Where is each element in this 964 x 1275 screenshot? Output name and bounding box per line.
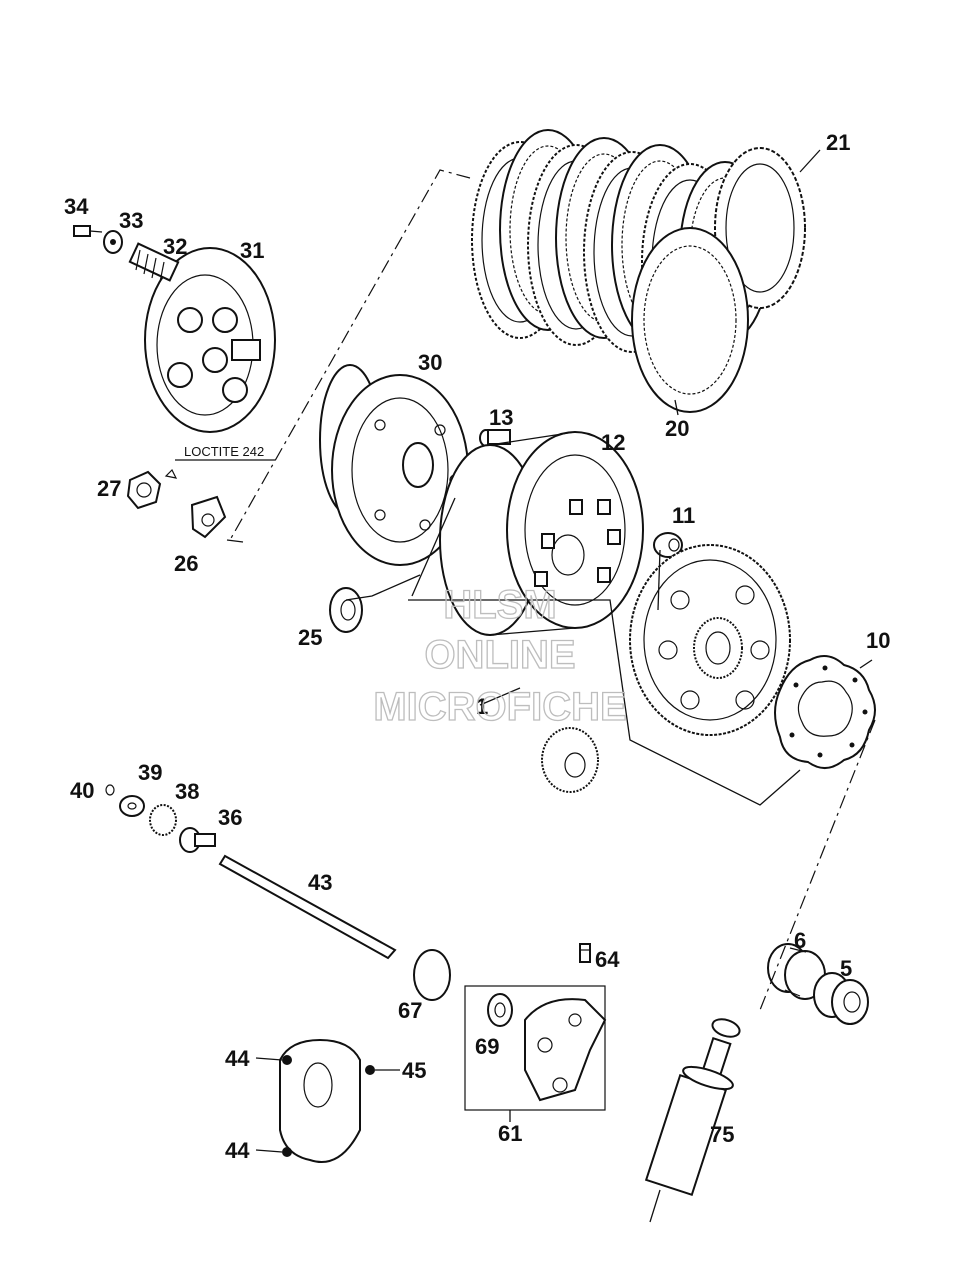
callout-67: 67 [398, 998, 422, 1023]
bleed-screw [579, 943, 591, 963]
callout-20: 20 [665, 416, 689, 441]
callout-26: 26 [174, 551, 198, 576]
callout-45: 45 [402, 1058, 426, 1083]
callout-75: 75 [710, 1122, 734, 1147]
callout-25: 25 [298, 625, 322, 650]
slave-cylinder [464, 985, 607, 1111]
watermark-line-3: MICROFICHE [373, 685, 626, 729]
callout-21: 21 [826, 130, 850, 155]
pressure-cap [144, 247, 276, 433]
callout-38: 38 [175, 779, 199, 804]
watermark-line-2: ONLINE [424, 633, 575, 677]
syringe [644, 1018, 741, 1223]
callout-61: 61 [498, 1121, 522, 1146]
watermark-line-1: HLSM [443, 583, 556, 627]
callout-44-bottom: 44 [225, 1138, 250, 1163]
spacer-11 [653, 532, 683, 558]
callout-labels: 1 5 6 10 11 12 13 20 21 25 26 27 30 31 3… [64, 130, 890, 1163]
callout-33: 33 [119, 208, 143, 233]
callout-34: 34 [64, 194, 89, 219]
watermark: HLSM ONLINE MICROFICHE [373, 582, 628, 729]
callout-1: 1 [476, 694, 488, 719]
callout-30: 30 [418, 350, 442, 375]
callout-31: 31 [240, 238, 264, 263]
callout-5: 5 [840, 956, 852, 981]
callout-43: 43 [308, 870, 332, 895]
callout-36: 36 [218, 805, 242, 830]
callout-69: 69 [475, 1034, 499, 1059]
callout-11: 11 [672, 503, 695, 528]
inner-clutch-hub [319, 364, 469, 566]
o-ring [413, 949, 451, 1001]
nut-and-lock-washer [126, 468, 227, 539]
leader-lines [175, 149, 876, 1153]
callout-10: 10 [866, 628, 890, 653]
bolt-washer-spring [73, 225, 180, 283]
callout-64: 64 [595, 947, 620, 972]
callout-12: 12 [601, 430, 625, 455]
callout-27: 27 [97, 476, 121, 501]
clutch-cover [279, 1038, 375, 1163]
clutch-basket [439, 431, 644, 636]
primary-gear [541, 544, 791, 793]
callout-40: 40 [70, 778, 94, 803]
callout-39: 39 [138, 760, 162, 785]
washer-25 [329, 587, 363, 633]
callout-13: 13 [489, 405, 513, 430]
callout-32: 32 [163, 234, 187, 259]
callout-6: 6 [794, 928, 806, 953]
bearing-and-bushing [767, 943, 869, 1025]
flower-plate [774, 655, 876, 769]
callout-44-top: 44 [225, 1046, 250, 1071]
push-rod-parts [105, 784, 397, 960]
clutch-plates-stack [471, 129, 806, 413]
loctite-note: LOCTITE 242 [184, 444, 264, 459]
